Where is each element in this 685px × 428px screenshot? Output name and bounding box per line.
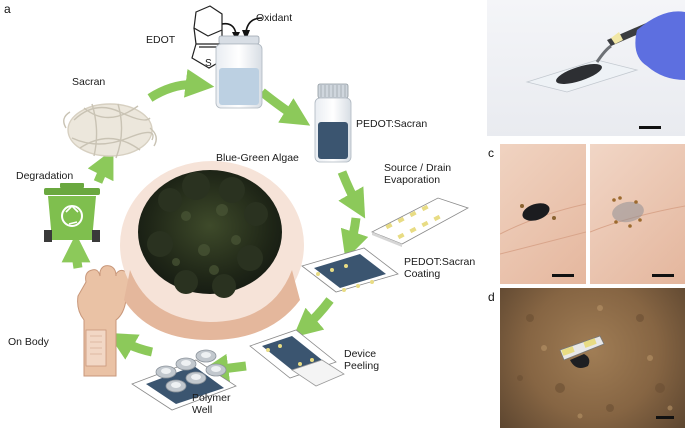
panel-a-letter: a <box>4 2 11 16</box>
peeling-substrate <box>249 329 345 387</box>
label-device-line2: Peeling <box>344 360 380 372</box>
label-coating-line2: Coating <box>404 268 441 280</box>
scale-bar-d <box>656 416 674 419</box>
label-on-body: On Body <box>8 336 49 348</box>
arrow-well-to-body <box>107 332 154 360</box>
evaporation-substrate <box>371 197 469 247</box>
coating-substrate <box>301 247 399 293</box>
label-degradation: Degradation <box>16 170 74 182</box>
arrow-coating-to-peeling <box>293 297 334 338</box>
photo-c-right <box>590 144 685 284</box>
arrow-bin-to-sacran <box>87 149 114 184</box>
label-source-drain: Source / Drain Evaporation <box>384 162 451 186</box>
label-blue-green-algae: Blue-Green Algae <box>216 152 299 164</box>
label-edot: EDOT <box>146 34 176 46</box>
sacran-fiber-icon <box>63 103 157 159</box>
arrow-vial-to-pedot <box>259 88 311 126</box>
scale-bar-c-right <box>652 274 674 277</box>
pedot-vial-icon <box>314 83 352 163</box>
label-source-drain-line2: Evaporation <box>384 174 441 186</box>
scale-bar-c-left <box>552 274 574 277</box>
label-device-peeling: Device Peeling <box>344 348 379 372</box>
arrow-sacran-to-vial <box>147 68 215 102</box>
polymer-well-substrate <box>131 349 237 411</box>
bin-icon <box>44 183 100 242</box>
algae-photo <box>120 161 304 340</box>
scale-bar-b <box>639 126 661 129</box>
label-oxidant: Oxidant <box>256 12 293 24</box>
photo-c-left <box>500 144 586 284</box>
label-edot-s: S <box>205 58 212 69</box>
label-polymer-well: Polymer Well <box>192 392 231 416</box>
photo-d <box>500 288 685 428</box>
label-sacran: Sacran <box>72 76 106 88</box>
vial-icon <box>215 35 263 109</box>
panel-d-letter: d <box>488 290 495 304</box>
hand-icon <box>77 265 130 377</box>
label-pedot-sacran: PEDOT:Sacran <box>356 118 428 130</box>
arrow-evap-to-coating <box>340 217 369 260</box>
panel-c-letter: c <box>488 146 494 160</box>
label-coating: PEDOT:Sacran Coating <box>404 256 475 280</box>
photo-b <box>487 0 685 136</box>
label-polymer-line1: Polymer <box>192 392 231 404</box>
arrow-pedot-to-evap <box>337 170 366 219</box>
label-polymer-line2: Well <box>192 404 213 416</box>
label-source-drain-line1: Source / Drain <box>384 162 452 174</box>
label-device-line1: Device <box>344 348 377 360</box>
label-coating-line1: PEDOT:Sacran <box>404 256 476 268</box>
arrow-body-to-bin <box>61 233 91 269</box>
